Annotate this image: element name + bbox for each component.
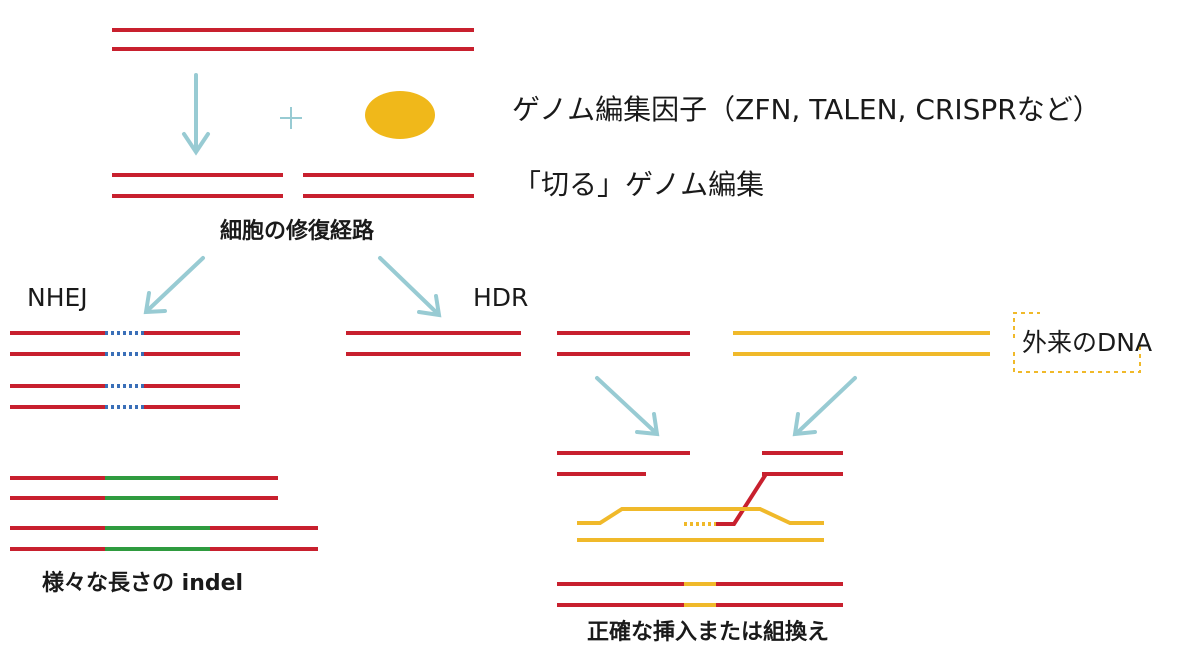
- cutting-label: 「切る」ゲノム編集: [513, 168, 765, 201]
- hdr-product: [557, 582, 843, 607]
- nuclease-ellipse-icon: [365, 91, 435, 139]
- hdr-target-dna: [346, 331, 690, 356]
- nuclease-label: ゲノム編集因子（ZFN, TALEN, CRISPRなど）: [512, 93, 1101, 126]
- donor-label-bracket: [1013, 312, 1141, 373]
- cut-dna: [112, 173, 474, 198]
- indel-label: 様々な長さの indel: [42, 571, 244, 596]
- hdr-intermediate: [557, 451, 843, 542]
- hdr-label: HDR: [473, 283, 529, 312]
- nhej-products: [10, 331, 240, 409]
- hdr-arrow: [378, 256, 442, 318]
- down-arrow: [182, 73, 210, 156]
- indel-products: [10, 476, 318, 551]
- donor-dna: [733, 331, 990, 356]
- donor-dna-label: 外来のDNA: [1022, 328, 1153, 357]
- intact-dna: [112, 28, 474, 51]
- precise-insertion-label: 正確な挿入または組換え: [587, 620, 830, 645]
- plus-icon: [280, 107, 302, 129]
- nhej-arrow: [143, 256, 205, 315]
- nhej-label: NHEJ: [27, 283, 88, 312]
- repair-pathway-label: 細胞の修復経路: [220, 219, 375, 244]
- hdr-converge-arrows: [595, 376, 857, 437]
